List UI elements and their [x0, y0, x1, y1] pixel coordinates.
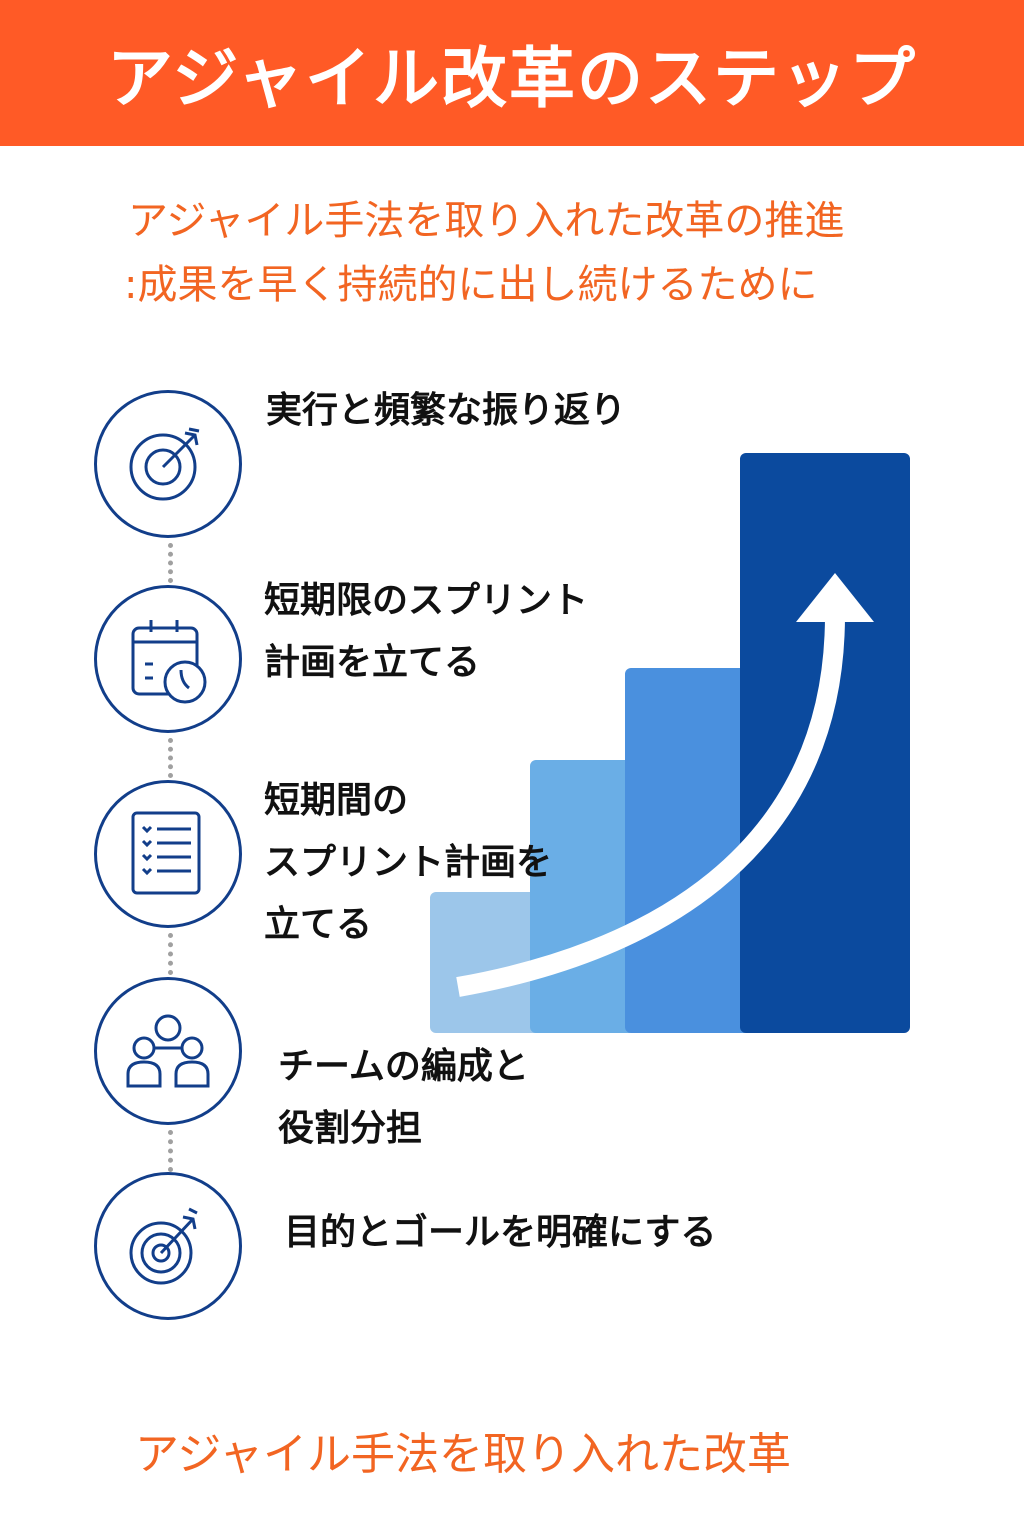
step-label-line: 短期間の [264, 780, 409, 821]
step-label-line: 短期限のスプリント [264, 580, 589, 621]
step-label-line: 役割分担 [278, 1108, 423, 1149]
step-label-line: 実行と頻繁な振り返り [266, 390, 627, 431]
step-label: 目的とゴールを明確にする [284, 1202, 716, 1264]
step-label-line: 目的とゴールを明確にする [284, 1212, 717, 1253]
growth-bar-3 [625, 668, 750, 1033]
target-icon [129, 1207, 198, 1285]
connector [168, 543, 177, 583]
subtitle-line-1: アジャイル手法を取り入れた改革の推進 [128, 198, 845, 244]
step-label: チームの編成と 役割分担 [278, 1036, 529, 1160]
checklist-icon [131, 811, 201, 895]
page-title: アジャイル改革のステップ [106, 40, 918, 117]
growth-arrow-head [796, 573, 874, 622]
step-label: 実行と頻繁な振り返り [266, 380, 626, 442]
header-banner: アジャイル改革のステップ [0, 0, 1024, 146]
subtitle-line-2: :成果を早く持続的に出し続けるために [124, 262, 818, 308]
step-icon-circle [94, 780, 242, 928]
step-icon-circle [94, 585, 242, 733]
connector [168, 933, 177, 975]
step-label-line: スプリント計画を [264, 842, 553, 883]
step-icon-circle [94, 1172, 242, 1320]
calendar-clock-icon [131, 620, 207, 704]
step-label: 短期限のスプリント 計画を立てる [264, 570, 588, 694]
connector [168, 1130, 177, 1172]
target-icon [129, 427, 200, 501]
connector [168, 738, 177, 778]
footer-caption: アジャイル手法を取り入れた改革 [135, 1429, 792, 1480]
step-label-line: 立てる [264, 904, 373, 945]
step-label: 短期間の スプリント計画を 立てる [264, 770, 552, 956]
step-icon-circle [94, 390, 242, 538]
growth-bar-4 [740, 453, 910, 1033]
team-icon [126, 1014, 210, 1088]
step-label-line: チームの編成と [278, 1046, 529, 1087]
step-icon-circle [94, 977, 242, 1125]
step-label-line: 計画を立てる [264, 642, 481, 683]
